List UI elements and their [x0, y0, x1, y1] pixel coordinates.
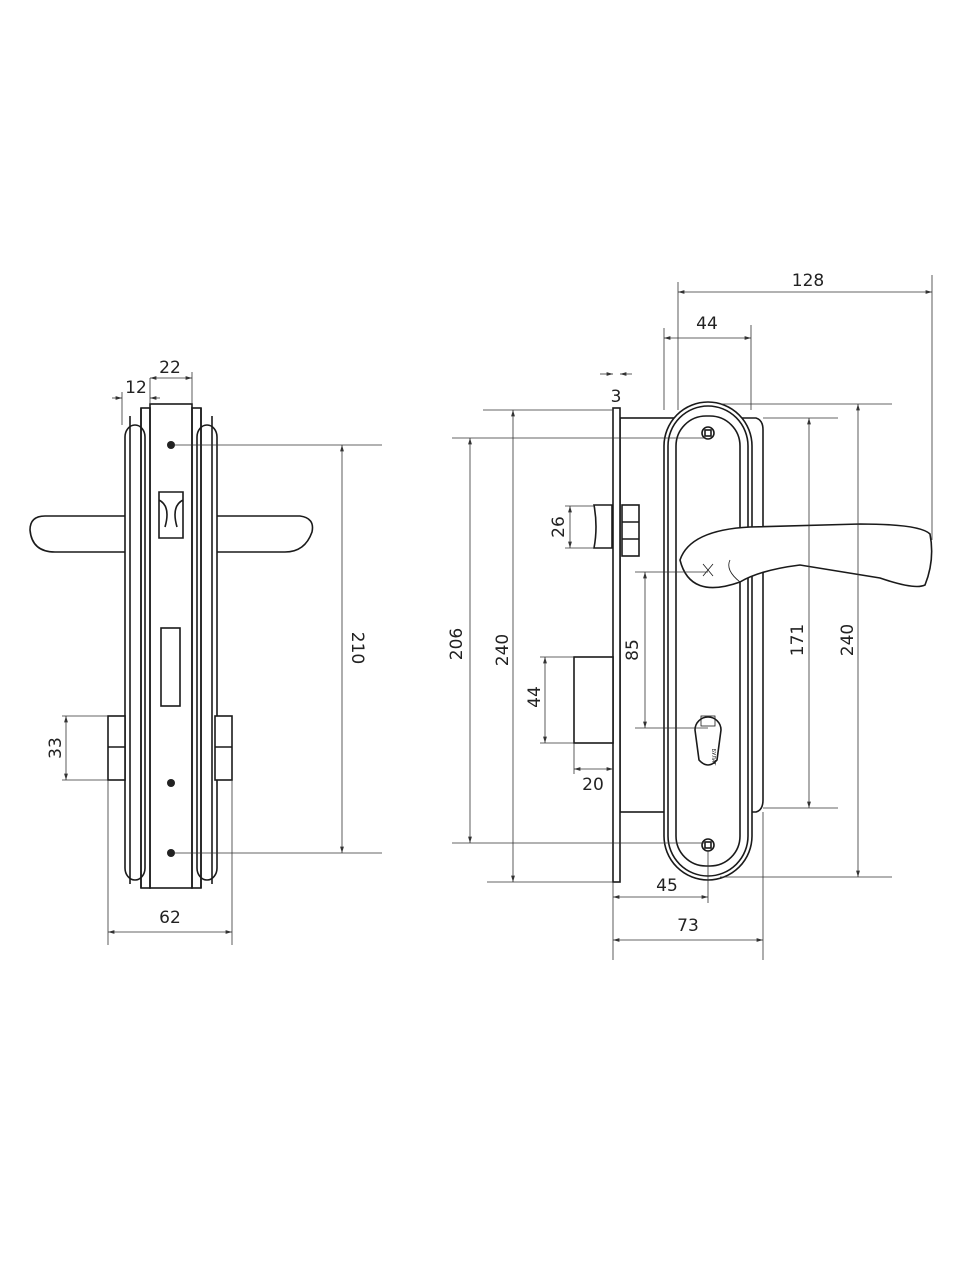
dim-240-escutcheon: 240 — [838, 624, 858, 656]
latch-bolt — [593, 504, 640, 557]
lever-handle — [679, 523, 933, 589]
side-view: 22 12 210 33 62 — [29, 358, 382, 945]
cylinder-brand: БУЛАТ — [710, 749, 716, 767]
outer-escutcheon-right — [196, 424, 218, 881]
deadbolt — [573, 656, 614, 744]
dim-44-deadbolt: 44 — [525, 686, 545, 708]
cylinder-left — [107, 715, 126, 781]
screw-icon — [167, 441, 175, 857]
cylinder-right — [214, 715, 233, 781]
dim-210: 210 — [347, 632, 367, 664]
dim-44-plate: 44 — [696, 314, 718, 334]
deadbolt-slot — [160, 627, 181, 707]
dim-3: 3 — [611, 387, 622, 407]
right-handle — [215, 515, 314, 553]
cylinder: БУЛАТ — [694, 715, 722, 767]
dim-20: 20 — [582, 775, 604, 795]
dim-128: 128 — [792, 271, 824, 291]
dim-85: 85 — [623, 639, 643, 661]
dim-12: 12 — [125, 378, 147, 398]
escutcheon-outer — [663, 401, 753, 881]
dim-206: 206 — [447, 628, 467, 660]
dim-22: 22 — [159, 358, 181, 378]
dim-45: 45 — [656, 876, 678, 896]
dim-33: 33 — [46, 737, 66, 759]
mortise-faceplate — [149, 403, 193, 889]
spindle-mark-icon — [702, 563, 714, 577]
front-view: БУЛАТ 128 44 3 206 240 26 44 20 85 — [447, 271, 933, 960]
dim-26: 26 — [549, 516, 569, 538]
dim-62: 62 — [159, 908, 181, 928]
latch-cutout — [158, 491, 184, 539]
faceplate — [612, 407, 621, 883]
dim-171: 171 — [788, 624, 808, 656]
dim-73: 73 — [677, 916, 699, 936]
dim-240-faceplate: 240 — [493, 634, 513, 666]
outer-escutcheon-left — [124, 424, 146, 881]
left-handle — [29, 515, 125, 553]
screw-icon — [701, 426, 715, 852]
